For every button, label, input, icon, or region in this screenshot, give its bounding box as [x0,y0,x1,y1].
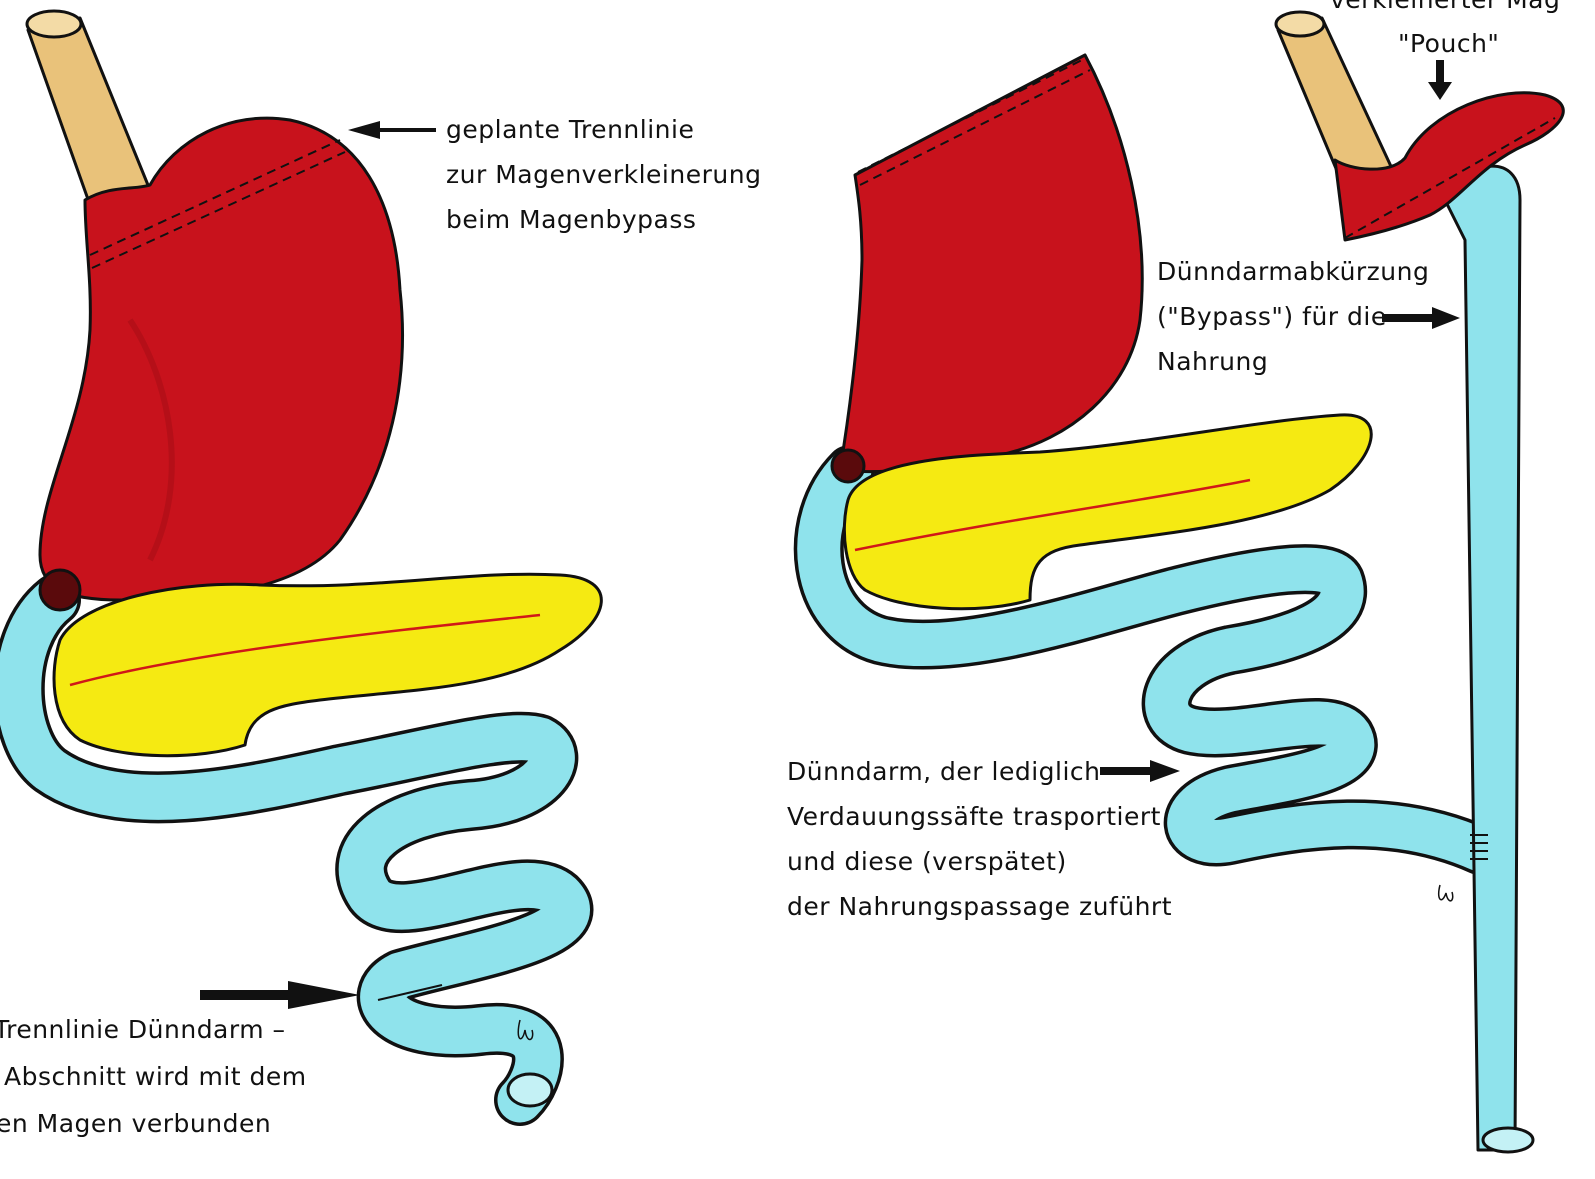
left-intestine-end [508,1074,552,1106]
right-pylorus [832,450,864,482]
label-intestine-cut-line-2: Abschnitt wird mit dem [4,1062,307,1091]
label-intestine-cut-line-3: en Magen verbunden [0,1109,271,1138]
right-remnant-stomach [840,55,1142,472]
arrow-right-icon [200,981,360,1009]
left-esophagus [28,18,150,205]
label-bypass-3: Nahrung [1157,347,1268,376]
right-panel: verkleinerter Mag "Pouch" Dünndarmabkürz… [787,0,1563,1152]
label-stomach-cut-line-3: beim Magenbypass [446,205,696,234]
label-stomach-cut-line-1: geplante Trennlinie [446,115,694,144]
right-alimentary-limb [1445,166,1520,1150]
left-panel: geplante Trennlinie zur Magenverkleineru… [0,11,761,1138]
label-pouch-2: "Pouch" [1398,29,1499,58]
right-alimentary-limb-end [1483,1128,1533,1152]
label-juices-2: Verdauungssäfte trasportiert [787,802,1161,831]
label-bypass-1: Dünndarmabkürzung [1157,257,1429,286]
right-esophagus-opening [1276,12,1324,36]
label-juices-4: der Nahrungspassage zuführt [787,892,1172,921]
label-pouch-1: verkleinerter Mag [1330,0,1560,14]
label-juices-3: und diese (verspätet) [787,847,1067,876]
label-juices-1: Dünndarm, der lediglich [787,757,1101,786]
left-pylorus [40,570,80,610]
arrow-left-icon [348,121,436,139]
signature-mark [1439,885,1453,901]
label-intestine-cut-line-1: Trennlinie Dünndarm – [0,1015,286,1044]
arrow-down-icon [1428,60,1452,100]
arrow-right-icon [1100,760,1180,782]
label-bypass-2: ("Bypass") für die [1157,302,1387,331]
left-esophagus-opening [27,11,81,37]
arrow-right-icon [1382,307,1460,329]
label-stomach-cut-line-2: zur Magenverkleinerung [446,160,761,189]
